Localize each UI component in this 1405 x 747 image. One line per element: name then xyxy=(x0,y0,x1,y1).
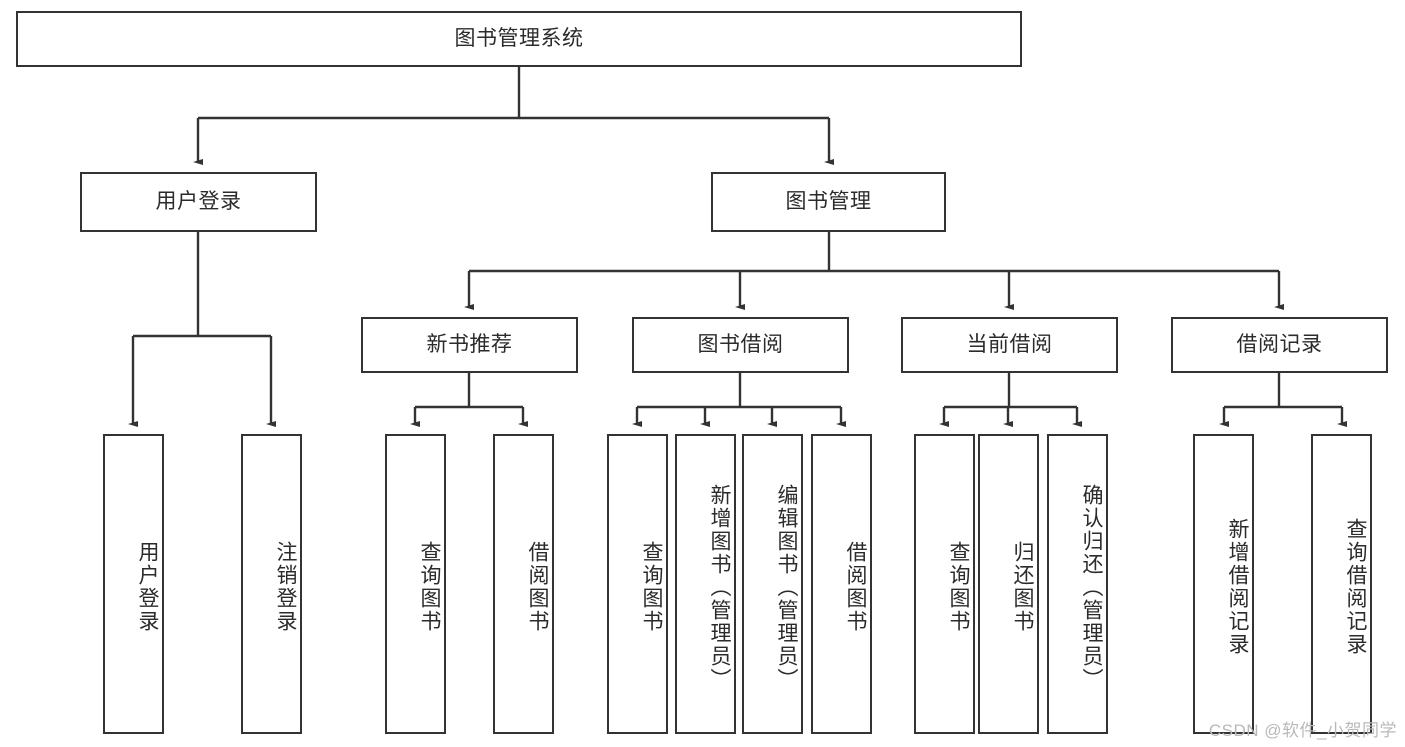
node-label: 借阅记录 xyxy=(1236,333,1323,357)
node-label: 当前借阅 xyxy=(966,333,1053,357)
node-label: 查询图书 xyxy=(418,541,441,633)
leaf-record-add-borrow-record[interactable]: 新增借阅记录 xyxy=(1193,434,1254,734)
node-label: 查询图书 xyxy=(640,541,663,633)
node-label: 确认归还（管理员） xyxy=(1080,483,1103,691)
node-book-management[interactable]: 图书管理 xyxy=(711,172,946,232)
node-label: 新增图书（管理员） xyxy=(708,483,731,691)
node-borrow-record[interactable]: 借阅记录 xyxy=(1171,317,1388,373)
leaf-current-return-book[interactable]: 归还图书 xyxy=(978,434,1039,734)
leaf-borrow-add-book-admin[interactable]: 新增图书（管理员） xyxy=(675,434,736,734)
node-label: 注销登录 xyxy=(274,541,297,633)
node-label: 借阅图书 xyxy=(844,541,867,633)
leaf-user-login-logout[interactable]: 注销登录 xyxy=(241,434,302,734)
leaf-new-book-query-book[interactable]: 查询图书 xyxy=(385,434,446,734)
node-book-borrow[interactable]: 图书借阅 xyxy=(632,317,849,373)
node-label: 图书管理系统 xyxy=(454,27,584,51)
leaf-user-login-login[interactable]: 用户登录 xyxy=(103,434,164,734)
leaf-borrow-borrow-book[interactable]: 借阅图书 xyxy=(811,434,872,734)
node-label: 归还图书 xyxy=(1011,541,1034,633)
node-label: 新增借阅记录 xyxy=(1226,518,1249,656)
node-label: 查询借阅记录 xyxy=(1344,518,1367,656)
node-label: 用户登录 xyxy=(155,190,242,214)
node-label: 用户登录 xyxy=(136,541,159,633)
node-label: 借阅图书 xyxy=(526,541,549,633)
node-user-login[interactable]: 用户登录 xyxy=(80,172,317,232)
leaf-borrow-query-book[interactable]: 查询图书 xyxy=(607,434,668,734)
leaf-new-book-borrow-book[interactable]: 借阅图书 xyxy=(493,434,554,734)
leaf-current-query-book[interactable]: 查询图书 xyxy=(914,434,975,734)
node-new-book-recommend[interactable]: 新书推荐 xyxy=(361,317,578,373)
watermark: CSDN @软件_小贺同学 xyxy=(1208,721,1397,740)
node-label: 查询图书 xyxy=(947,541,970,633)
leaf-record-query-borrow-record[interactable]: 查询借阅记录 xyxy=(1311,434,1372,734)
node-label: 新书推荐 xyxy=(426,333,513,357)
leaf-current-confirm-return-admin[interactable]: 确认归还（管理员） xyxy=(1047,434,1108,734)
node-label: 编辑图书（管理员） xyxy=(775,483,798,691)
leaf-borrow-edit-book-admin[interactable]: 编辑图书（管理员） xyxy=(742,434,803,734)
node-label: 图书管理 xyxy=(785,190,872,214)
node-current-borrow[interactable]: 当前借阅 xyxy=(901,317,1118,373)
node-label: 图书借阅 xyxy=(697,333,784,357)
node-root-book-management-system[interactable]: 图书管理系统 xyxy=(16,11,1022,67)
